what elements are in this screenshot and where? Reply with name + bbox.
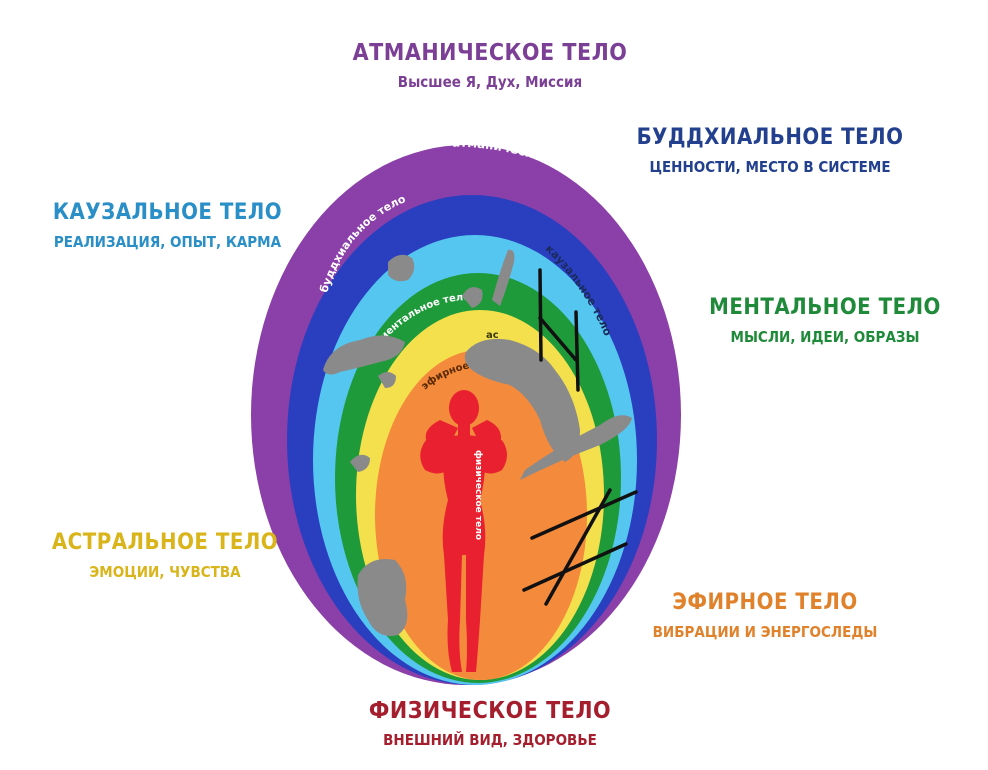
mental-body-title: МЕНТАЛЬНОЕ ТЕЛО [709,295,941,320]
buddhial-body-title: БУДДХИАЛЬНОЕ ТЕЛО [636,125,904,150]
human-figure [420,390,507,672]
physical-body-subtitle: ВНЕШНИЙ ВИД, ЗДОРОВЬЕ [383,731,597,749]
atmanic-body-subtitle: Высшее Я, Дух, Миссия [397,73,583,91]
astral-ring-label: ас [486,330,499,341]
gray-scribbles [323,249,632,636]
etheric-body-label: ЭФИРНОЕ ТЕЛО ВИБРАЦИИ И ЭНЕРГОСЛЕДЫ [640,590,890,642]
astral-body-label: АСТРАЛЬНОЕ ТЕЛО ЭМОЦИИ, ЧУВСТВА [40,530,290,582]
atmanic-body-title: АТМАНИЧЕСКОЕ ТЕЛО [352,40,628,66]
causal-body-title: КАУЗАЛЬНОЕ ТЕЛО [52,200,283,225]
etheric-body-subtitle: ВИБРАЦИИ И ЭНЕРГОСЛЕДЫ [652,623,878,641]
mental-body-label: МЕНТАЛЬНОЕ ТЕЛО МЫСЛИ, ИДЕИ, ОБРАЗЫ [700,295,950,347]
buddhial-body-label: БУДДХИАЛЬНОЕ ТЕЛО ЦЕННОСТИ, МЕСТО В СИСТ… [625,125,915,177]
black-scribble-lines [522,268,638,606]
physical-body-title: ФИЗИЧЕСКОЕ ТЕЛО [368,698,612,724]
physical-body-label: ФИЗИЧЕСКОЕ ТЕЛО ВНЕШНИЙ ВИД, ЗДОРОВЬЕ [330,698,650,750]
astral-body-title: АСТРАЛЬНОЕ ТЕЛО [51,530,279,555]
mental-body-subtitle: МЫСЛИ, ИДЕИ, ОБРАЗЫ [730,328,920,346]
etheric-body-title: ЭФИРНОЕ ТЕЛО [672,590,858,615]
physical-ring-label: физическое тело [473,450,483,540]
astral-body-subtitle: ЭМОЦИИ, ЧУВСТВА [89,563,241,581]
atmanic-body-label: АТМАНИЧЕСКОЕ ТЕЛО Высшее Я, Дух, Миссия [330,40,650,92]
buddhial-body-subtitle: ЦЕННОСТИ, МЕСТО В СИСТЕМЕ [649,158,891,176]
causal-body-label: КАУЗАЛЬНОЕ ТЕЛО РЕАЛИЗАЦИЯ, ОПЫТ, КАРМА [30,200,305,252]
causal-body-subtitle: РЕАЛИЗАЦИЯ, ОПЫТ, КАРМА [53,233,282,251]
